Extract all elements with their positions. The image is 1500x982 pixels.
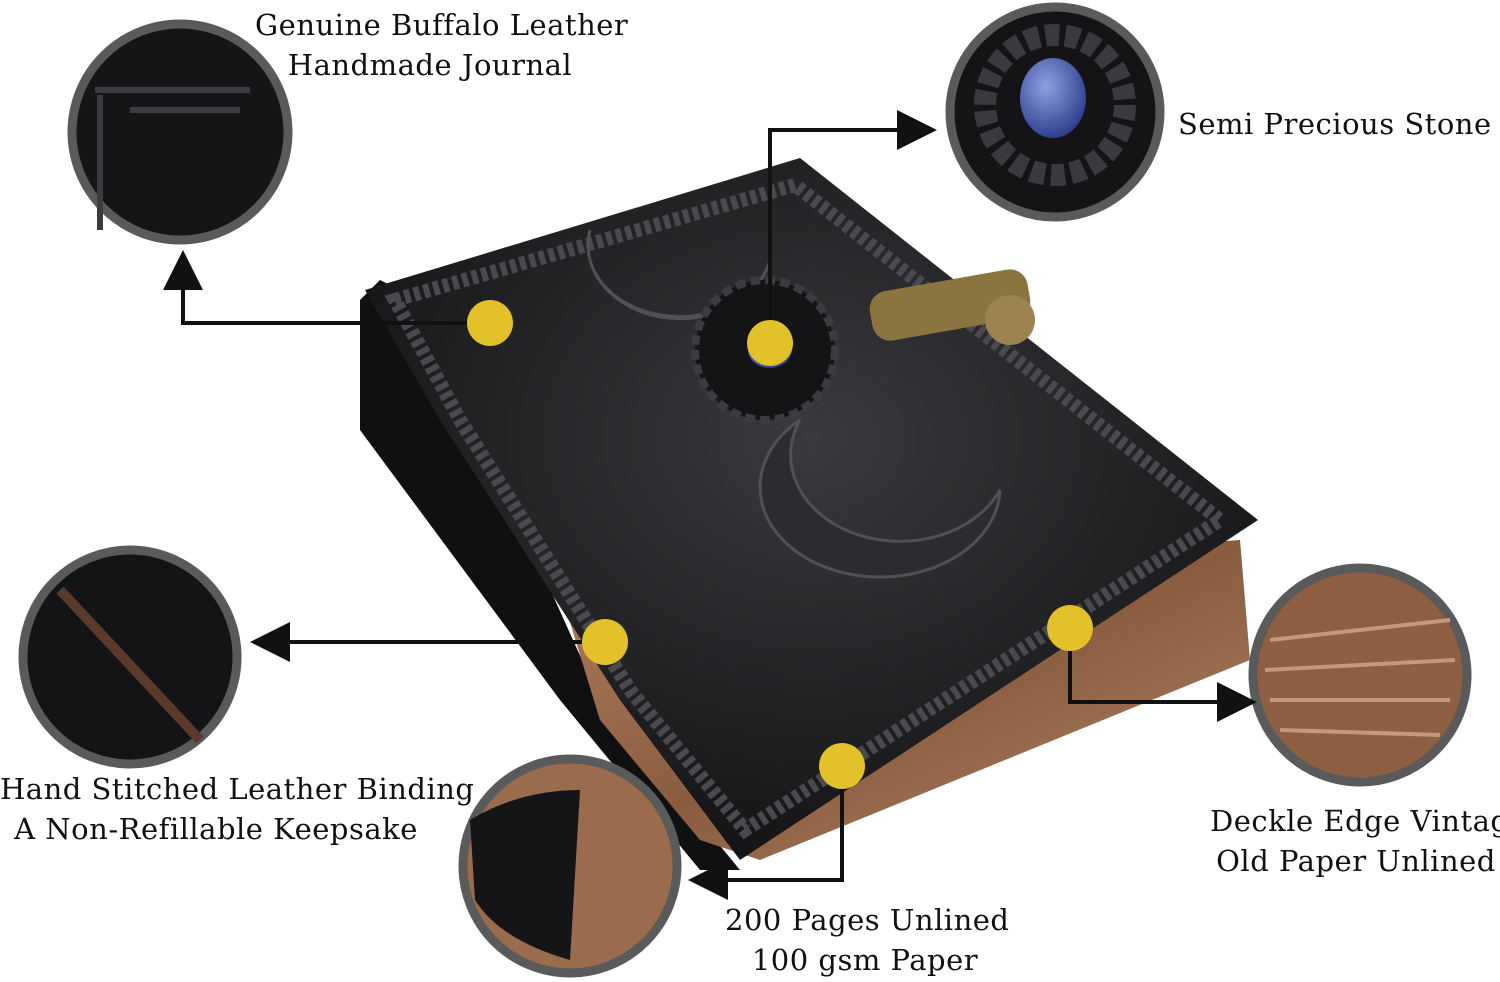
label-edge: Deckle Edge Vintage Old Paper Unlined bbox=[1210, 801, 1500, 881]
detail-circle-pages bbox=[458, 754, 682, 978]
cover-border bbox=[384, 177, 1232, 840]
cover-edge bbox=[470, 790, 580, 960]
label-line: 200 Pages Unlined bbox=[725, 903, 1010, 937]
hotspot-pages bbox=[819, 743, 865, 789]
hotspot-stone bbox=[747, 320, 793, 366]
rosette-detail bbox=[974, 24, 1136, 186]
label-line: A Non-Refillable Keepsake bbox=[14, 812, 418, 846]
clasp-knob bbox=[985, 295, 1035, 345]
hotspot-edge bbox=[1047, 605, 1093, 651]
label-line: Hand Stitched Leather Binding bbox=[0, 772, 475, 806]
hotspots bbox=[467, 300, 1093, 789]
label-line: Semi Precious Stone bbox=[1178, 107, 1492, 141]
brass-clasp bbox=[869, 269, 1035, 345]
embossed-corner bbox=[95, 87, 250, 230]
binding-edge bbox=[56, 586, 204, 744]
label-binding: Hand Stitched Leather Binding A Non-Refi… bbox=[0, 769, 475, 849]
label-leather: Genuine Buffalo Leather Handmade Journal bbox=[255, 5, 629, 85]
arrow-stone bbox=[768, 110, 937, 343]
detail-circle-edge bbox=[1248, 563, 1472, 787]
arrow-leather bbox=[163, 250, 490, 325]
connector-arrows bbox=[163, 110, 1257, 900]
label-line: Genuine Buffalo Leather bbox=[255, 8, 629, 42]
label-pages: 200 Pages Unlined 100 gsm Paper bbox=[725, 900, 1010, 980]
arrow-pages bbox=[688, 766, 844, 900]
detail-ring bbox=[18, 545, 242, 769]
journal-book bbox=[360, 158, 1258, 870]
hotspot-leather bbox=[467, 300, 513, 346]
detail-circle-stone bbox=[945, 2, 1165, 222]
label-line: Handmade Journal bbox=[287, 48, 573, 82]
label-line: 100 gsm Paper bbox=[751, 943, 979, 977]
moon-bottom bbox=[758, 418, 1002, 579]
deckle-lines bbox=[1264, 618, 1456, 737]
label-stone: Semi Precious Stone bbox=[1178, 104, 1492, 144]
stone-detail bbox=[1020, 58, 1086, 138]
detail-circle-binding bbox=[18, 545, 242, 769]
detail-circle-leather bbox=[67, 19, 293, 245]
arrow-edge bbox=[1068, 628, 1257, 722]
label-line: Old Paper Unlined bbox=[1216, 844, 1496, 878]
detail-ring bbox=[1248, 563, 1472, 787]
label-line: Deckle Edge Vintage bbox=[1210, 804, 1500, 838]
detail-ring bbox=[67, 19, 293, 245]
hotspot-binding bbox=[582, 619, 628, 665]
